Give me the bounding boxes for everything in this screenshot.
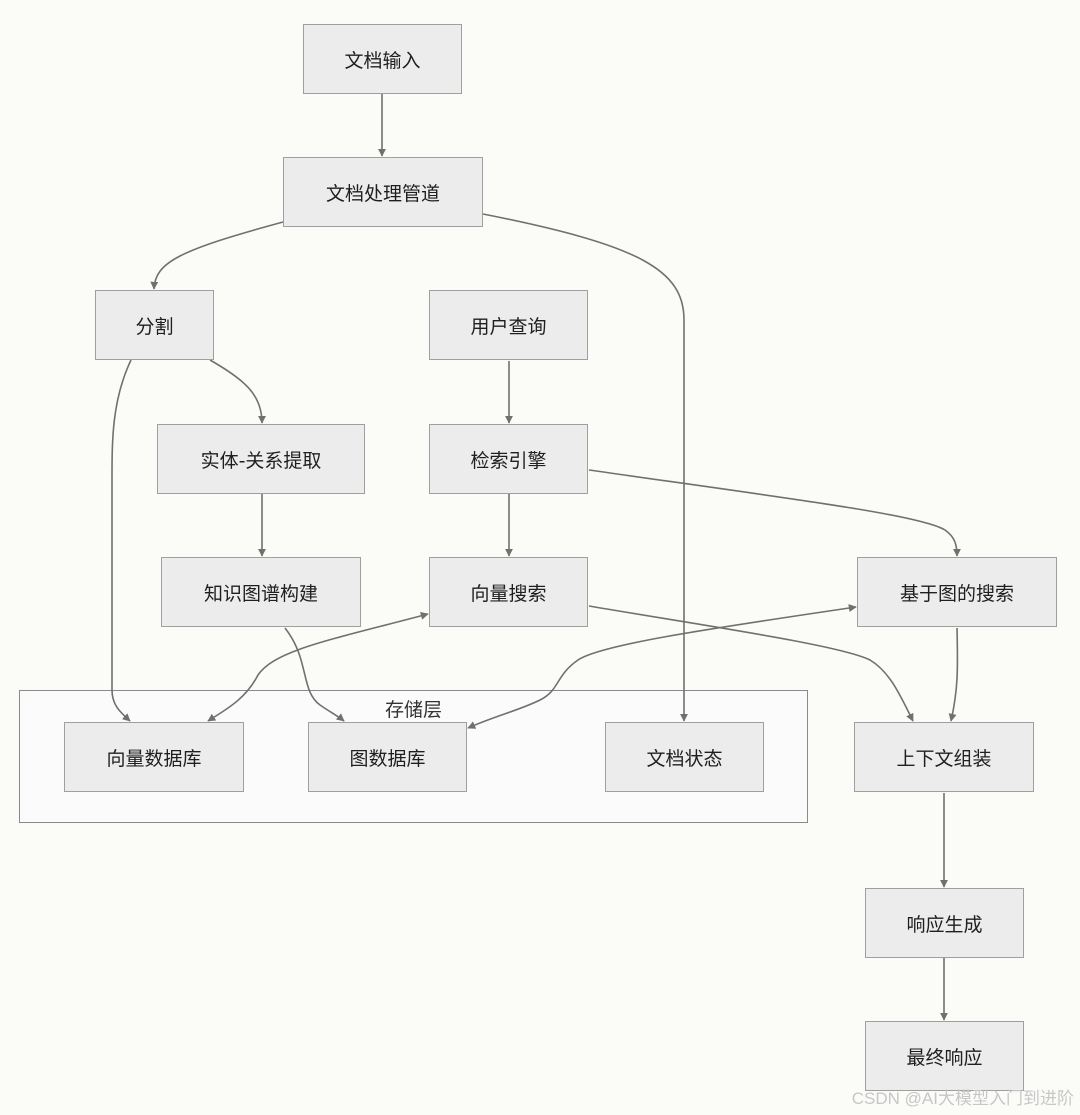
node-context-assembly: 上下文组装 [854,722,1034,792]
node-graph-search: 基于图的搜索 [857,557,1057,627]
edge-graphsearch-graphdb [467,604,857,729]
edge-graphsearch-context [948,627,959,722]
node-response-gen: 响应生成 [865,888,1024,958]
edge-pipeline-docstate [482,213,688,722]
node-doc-pipeline: 文档处理管道 [283,157,483,227]
edge-pipeline-split [150,221,284,290]
node-doc-input: 文档输入 [303,24,462,94]
node-entity-extract: 实体-关系提取 [157,424,365,494]
edge-retrieval-graphsearch [588,469,961,557]
node-doc-state: 文档状态 [605,722,764,792]
node-retrieval-engine: 检索引擎 [429,424,588,494]
watermark-text: CSDN @AI大模型入门到进阶 [851,1089,1074,1108]
edge-split-entity [209,359,266,424]
node-vector-db: 向量数据库 [64,722,244,792]
edge-kg-graphdb [284,627,345,722]
node-vector-search: 向量搜索 [429,557,588,627]
node-user-query: 用户查询 [429,290,588,360]
edge-split-vectordb [111,359,132,722]
node-kg-build: 知识图谱构建 [161,557,361,627]
node-graph-db: 图数据库 [308,722,467,792]
node-final-response: 最终响应 [865,1021,1024,1091]
edge-vectorsearch-vectordb [207,611,429,722]
node-split: 分割 [95,290,214,360]
